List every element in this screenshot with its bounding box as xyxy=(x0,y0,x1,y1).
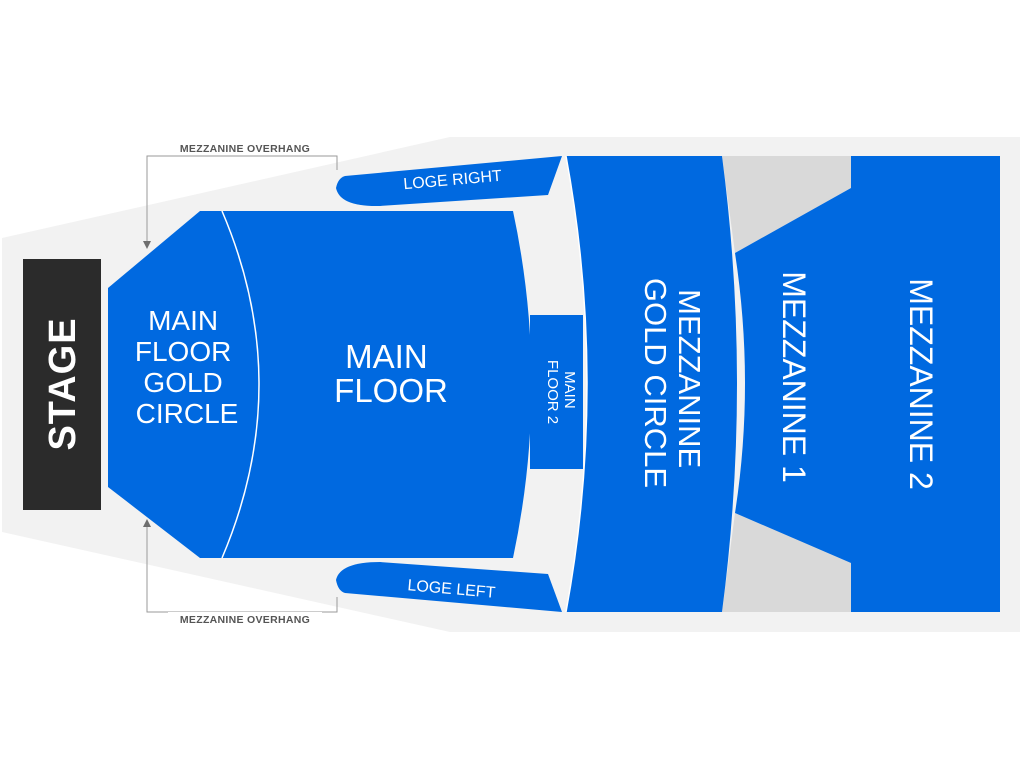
overhang-top-label: MEZZANINE OVERHANG xyxy=(180,143,310,155)
main-floor-gold-circle-shape[interactable] xyxy=(108,211,259,558)
mezzanine-1-shape[interactable] xyxy=(735,188,851,563)
overhang-bottom-label: MEZZANINE OVERHANG xyxy=(180,614,310,626)
main-floor-2-shape[interactable] xyxy=(530,315,583,469)
main-floor-shape[interactable] xyxy=(222,211,532,558)
main-floor-gold-circle-line-2: FLOOR xyxy=(135,336,231,367)
main-floor-2-line-2: FLOOR 2 xyxy=(544,360,561,424)
mezzanine-1-label: MEZZANINE 1 xyxy=(776,271,812,483)
section-main-floor[interactable]: MAIN FLOOR xyxy=(221,210,532,559)
main-floor-label: MAIN FLOOR xyxy=(334,338,448,409)
overhang-top-arrow xyxy=(143,241,151,249)
mezzanine-2-shape[interactable] xyxy=(851,156,1000,612)
overhang-top-line xyxy=(146,155,338,241)
overhang-callout-bottom: MEZZANINE OVERHANG xyxy=(143,519,338,626)
aisle-top xyxy=(722,156,851,253)
main-floor-gold-circle-line-4: CIRCLE xyxy=(136,398,239,429)
main-floor-gold-circle-label: MAIN FLOOR GOLD CIRCLE xyxy=(135,305,239,429)
overhang-callout-top: MEZZANINE OVERHANG xyxy=(143,140,338,249)
section-mezzanine-1[interactable]: MEZZANINE 1 xyxy=(735,188,851,563)
main-floor-gold-circle-line-1: MAIN xyxy=(148,305,218,336)
overhang-bottom-label-bg xyxy=(168,612,322,626)
overhang-top-label-bg xyxy=(168,140,322,154)
main-floor-2-line-1: MAIN xyxy=(561,371,578,409)
loge-left-shape[interactable] xyxy=(336,562,562,612)
section-main-floor-gold-circle[interactable]: MAIN FLOOR GOLD CIRCLE xyxy=(108,211,259,558)
overhang-bottom-arrow xyxy=(143,519,151,527)
aisle-bottom xyxy=(722,513,851,612)
mezzanine-2-label: MEZZANINE 2 xyxy=(903,278,939,490)
mezzanine-gold-circle-shape[interactable] xyxy=(566,156,737,612)
mezzanine-gold-circle-edge xyxy=(565,155,588,613)
stage: STAGE xyxy=(23,259,101,510)
main-floor-line-2: FLOOR xyxy=(334,372,448,409)
stage-block xyxy=(23,259,101,510)
section-main-floor-2[interactable]: MAIN FLOOR 2 xyxy=(530,315,583,469)
stage-label: STAGE xyxy=(42,317,84,450)
mezzanine-gold-circle-label: MEZZANINE GOLD CIRCLE xyxy=(638,278,707,488)
main-floor-2-label: MAIN FLOOR 2 xyxy=(544,360,578,424)
mezzanine-gold-circle-line-1: MEZZANINE xyxy=(672,289,707,468)
main-floor-line-1: MAIN xyxy=(345,338,428,375)
section-mezzanine-gold-circle[interactable]: MEZZANINE GOLD CIRCLE xyxy=(565,155,737,613)
mezzanine-gold-circle-line-2: GOLD CIRCLE xyxy=(638,278,673,488)
gold-circle-divider xyxy=(221,210,260,559)
section-loge-right[interactable]: LOGE RIGHT xyxy=(336,156,562,207)
main-floor-gold-circle-line-3: GOLD xyxy=(143,367,222,398)
section-loge-left[interactable]: LOGE LEFT xyxy=(336,562,562,612)
section-mezzanine-2[interactable]: MEZZANINE 2 xyxy=(851,156,1000,612)
loge-right-shape[interactable] xyxy=(336,156,562,207)
